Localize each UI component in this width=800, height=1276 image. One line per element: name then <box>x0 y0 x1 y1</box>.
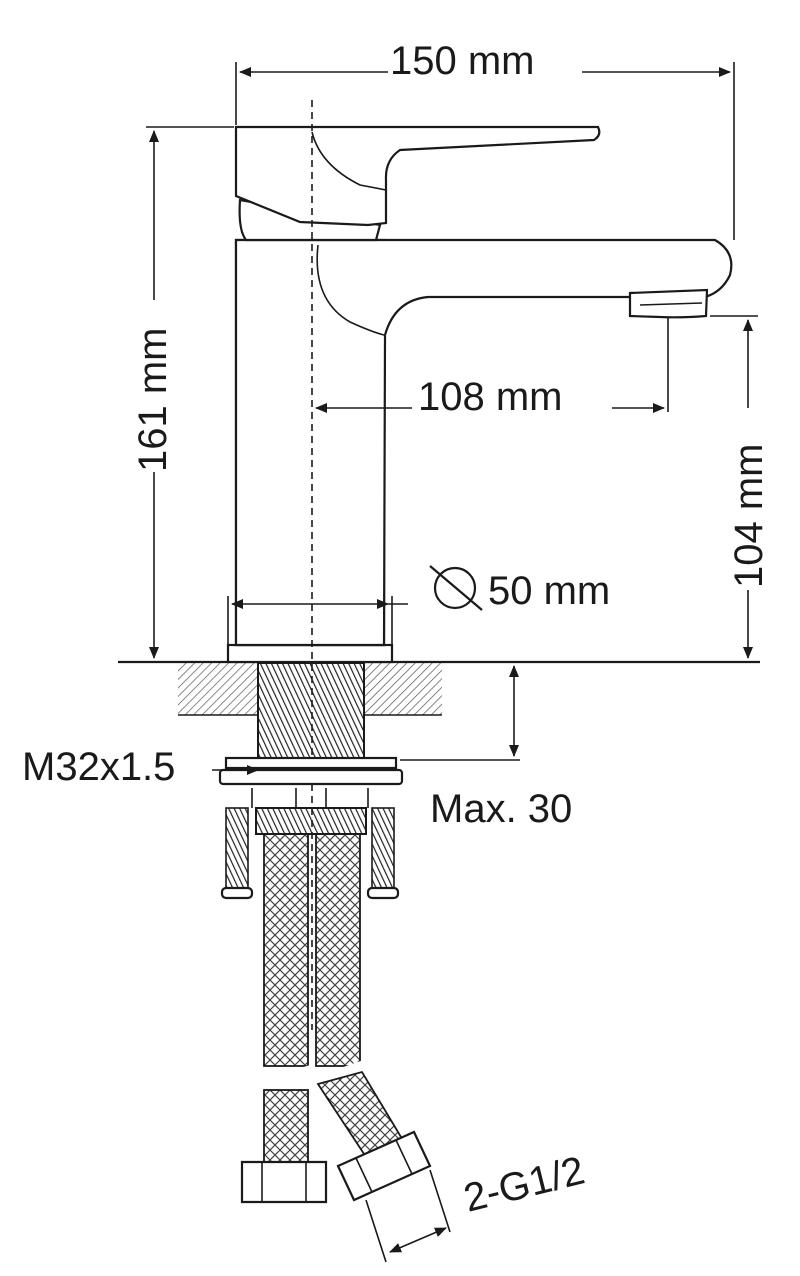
countertop <box>118 660 760 716</box>
width-label: 150 mm <box>390 39 535 83</box>
thread-label: M32x1.5 <box>22 745 175 789</box>
supply-hoses <box>240 833 432 1204</box>
dimension-lines <box>146 62 758 1263</box>
height-label: 161 mm <box>131 328 175 473</box>
max-thickness-label: Max. 30 <box>430 787 572 831</box>
diameter-symbol-icon <box>429 565 483 611</box>
spout-height-label: 104 mm <box>727 444 771 589</box>
mounting-assembly <box>218 662 404 900</box>
faucet-body <box>226 125 733 664</box>
reach-label: 108 mm <box>418 375 563 419</box>
diameter-label: 50 mm <box>488 569 610 613</box>
connection-label: 2-G1/2 <box>460 1148 589 1220</box>
